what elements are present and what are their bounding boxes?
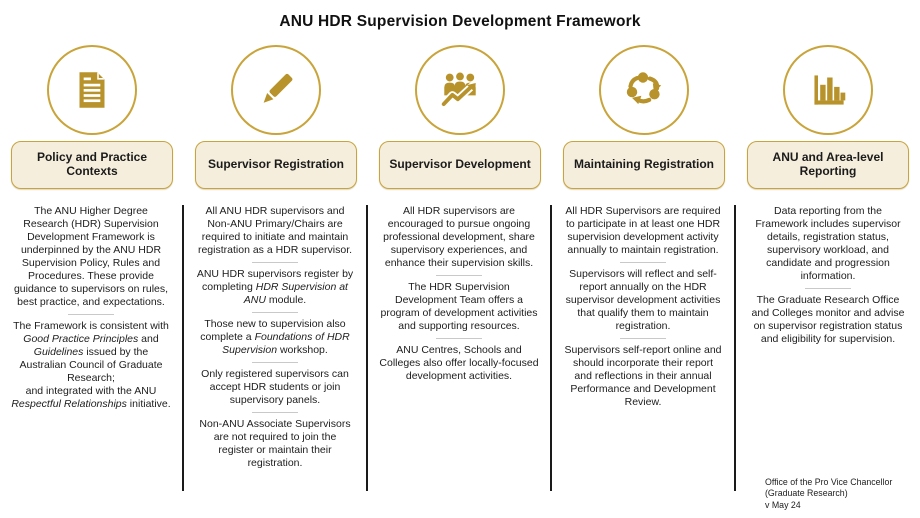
- description-paragraph: Supervisors will reflect and self-report…: [565, 268, 724, 333]
- column-maintaining-registration: Maintaining Registration All HDR Supervi…: [552, 31, 736, 491]
- pencil-icon: [231, 45, 321, 135]
- stage-title-registration: Supervisor Registration: [195, 141, 357, 189]
- stage-title-label: ANU and Area-level Reporting: [772, 150, 884, 178]
- stage-description-policy: The ANU Higher Degree Research (HDR) Sup…: [0, 205, 184, 491]
- paragraph-divider: [252, 412, 298, 414]
- description-paragraph: All ANU HDR supervisors and Non-ANU Prim…: [197, 205, 353, 257]
- stage-description-registration: All ANU HDR supervisors and Non-ANU Prim…: [184, 205, 368, 491]
- paragraph-divider: [252, 262, 298, 264]
- stage-description-reporting: Data reporting from the Framework includ…: [736, 205, 920, 491]
- description-paragraph: The HDR Supervision Development Team off…: [380, 281, 541, 333]
- footer-line: Office of the Pro Vice Chancellor: [765, 477, 893, 487]
- description-paragraph: Data reporting from the Framework includ…: [755, 205, 904, 283]
- bar-chart-icon: [783, 45, 873, 135]
- stage-title-label: Policy and Practice Contexts: [36, 150, 148, 178]
- stage-description-development: All HDR supervisors are encouraged to pu…: [368, 205, 552, 491]
- column-supervisor-registration: Supervisor Registration All ANU HDR supe…: [184, 31, 368, 491]
- column-reporting: ANU and Area-level Reporting Data report…: [736, 31, 920, 491]
- stage-title-policy: Policy and Practice Contexts: [11, 141, 173, 189]
- footer-line: (Graduate Research): [765, 488, 848, 499]
- description-paragraph: All HDR supervisors are encouraged to pu…: [383, 205, 538, 270]
- paragraph-divider: [68, 314, 114, 316]
- paragraph-divider: [436, 275, 482, 277]
- description-paragraph: Those new to supervision also complete a…: [200, 318, 353, 357]
- description-paragraph: Supervisors self-report online and shoul…: [564, 344, 725, 409]
- cycle-icon: [599, 45, 689, 135]
- stage-title-label: Maintaining Registration: [573, 157, 714, 172]
- footer-line: v May 24: [765, 499, 801, 510]
- column-policy-practice: Policy and Practice Contexts The ANU Hig…: [0, 31, 184, 491]
- description-paragraph: Only registered supervisors can accept H…: [201, 368, 352, 407]
- paragraph-divider: [436, 338, 482, 340]
- footer-attribution: Office of the Pro Vice Chancellor (Gradu…: [765, 477, 892, 511]
- paragraph-divider: [620, 338, 666, 340]
- description-paragraph: ANU Centres, Schools and Colleges also o…: [379, 344, 542, 383]
- team-growth-icon: [415, 45, 505, 135]
- description-paragraph: All HDR Supervisors are required to part…: [565, 205, 724, 257]
- description-paragraph: The ANU Higher Degree Research (HDR) Sup…: [13, 205, 171, 309]
- stage-title-development: Supervisor Development: [379, 141, 541, 189]
- paragraph-divider: [252, 362, 298, 364]
- description-paragraph: The Framework is consistent with Good Pr…: [11, 320, 172, 411]
- stage-description-maintaining: All HDR Supervisors are required to part…: [552, 205, 736, 491]
- paragraph-divider: [252, 312, 298, 314]
- paragraph-divider: [620, 262, 666, 264]
- stage-title-label: Supervisor Development: [389, 157, 531, 172]
- stage-title-reporting: ANU and Area-level Reporting: [747, 141, 909, 189]
- stage-title-label: Supervisor Registration: [207, 157, 345, 172]
- description-paragraph: Non-ANU Associate Supervisors are not re…: [199, 418, 354, 470]
- paragraph-divider: [805, 288, 851, 290]
- document-icon: [47, 45, 137, 135]
- page-title: ANU HDR Supervision Development Framewor…: [279, 13, 641, 30]
- column-supervisor-development: Supervisor Development All HDR superviso…: [368, 31, 552, 491]
- description-paragraph: ANU HDR supervisors register by completi…: [196, 268, 357, 307]
- framework-columns: Policy and Practice Contexts The ANU Hig…: [0, 31, 920, 491]
- description-paragraph: The Graduate Research Office and College…: [751, 294, 908, 346]
- stage-title-maintaining: Maintaining Registration: [563, 141, 725, 189]
